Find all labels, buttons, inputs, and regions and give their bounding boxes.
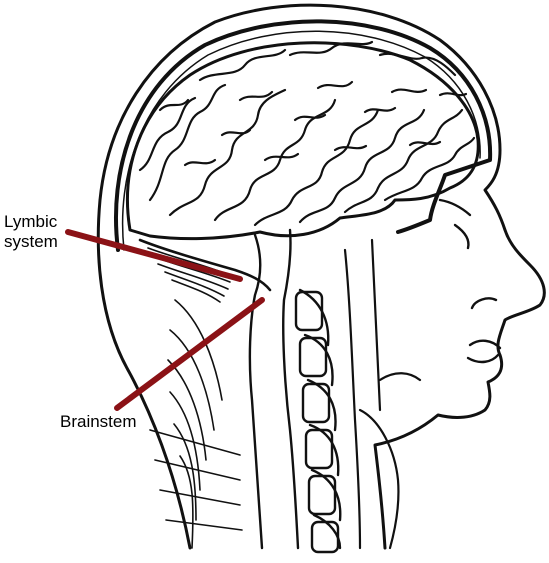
throat — [343, 238, 422, 550]
spinal-column — [294, 288, 342, 554]
limbic-system-label-line1: Lymbic — [4, 212, 58, 231]
brainstem-label: Brainstem — [60, 412, 137, 431]
limbic-pointer-line — [65, 229, 243, 282]
brainstem-pointer-line — [114, 297, 265, 411]
neck-muscles — [149, 299, 243, 549]
limbic-system-label-line2: system — [4, 232, 58, 251]
head-outline — [96, 3, 546, 550]
cerebrum — [126, 41, 480, 241]
brainstem-structure — [248, 233, 264, 550]
skull-outline — [113, 19, 493, 252]
face — [438, 198, 502, 364]
